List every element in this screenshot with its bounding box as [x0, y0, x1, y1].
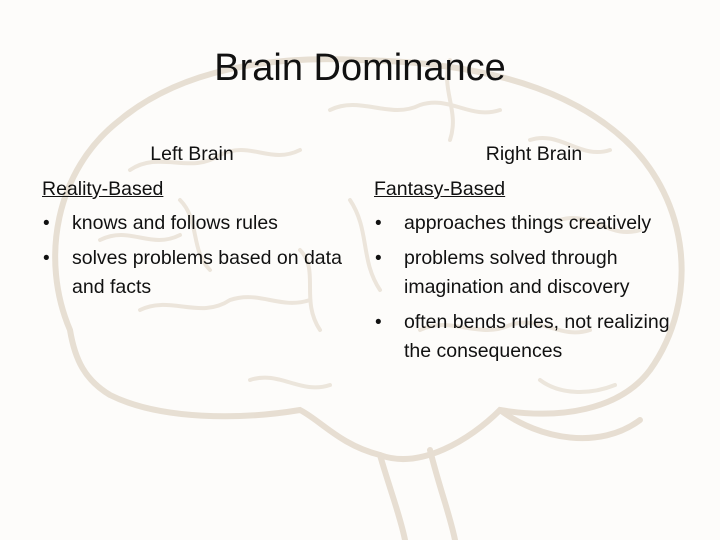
- list-item: problems solved through imagination and …: [374, 244, 694, 302]
- right-brain-subheading: Fantasy-Based: [374, 178, 506, 200]
- list-item: solves problems based on data and facts: [42, 244, 342, 302]
- right-brain-bullets: approaches things creatively problems so…: [374, 209, 694, 366]
- list-item: often bends rules, not realizing the con…: [374, 308, 694, 366]
- left-brain-bullets: knows and follows rules solves problems …: [42, 209, 342, 302]
- page-title: Brain Dominance: [214, 47, 506, 89]
- right-brain-heading: Right Brain: [485, 143, 583, 165]
- list-item: knows and follows rules: [42, 209, 342, 238]
- left-brain-column: Left Brain Reality-Based knows and follo…: [42, 140, 342, 308]
- right-brain-column: Right Brain Fantasy-Based approaches thi…: [374, 140, 694, 372]
- list-item: approaches things creatively: [374, 209, 694, 238]
- left-brain-subheading: Reality-Based: [42, 178, 164, 200]
- left-brain-heading: Left Brain: [150, 143, 234, 165]
